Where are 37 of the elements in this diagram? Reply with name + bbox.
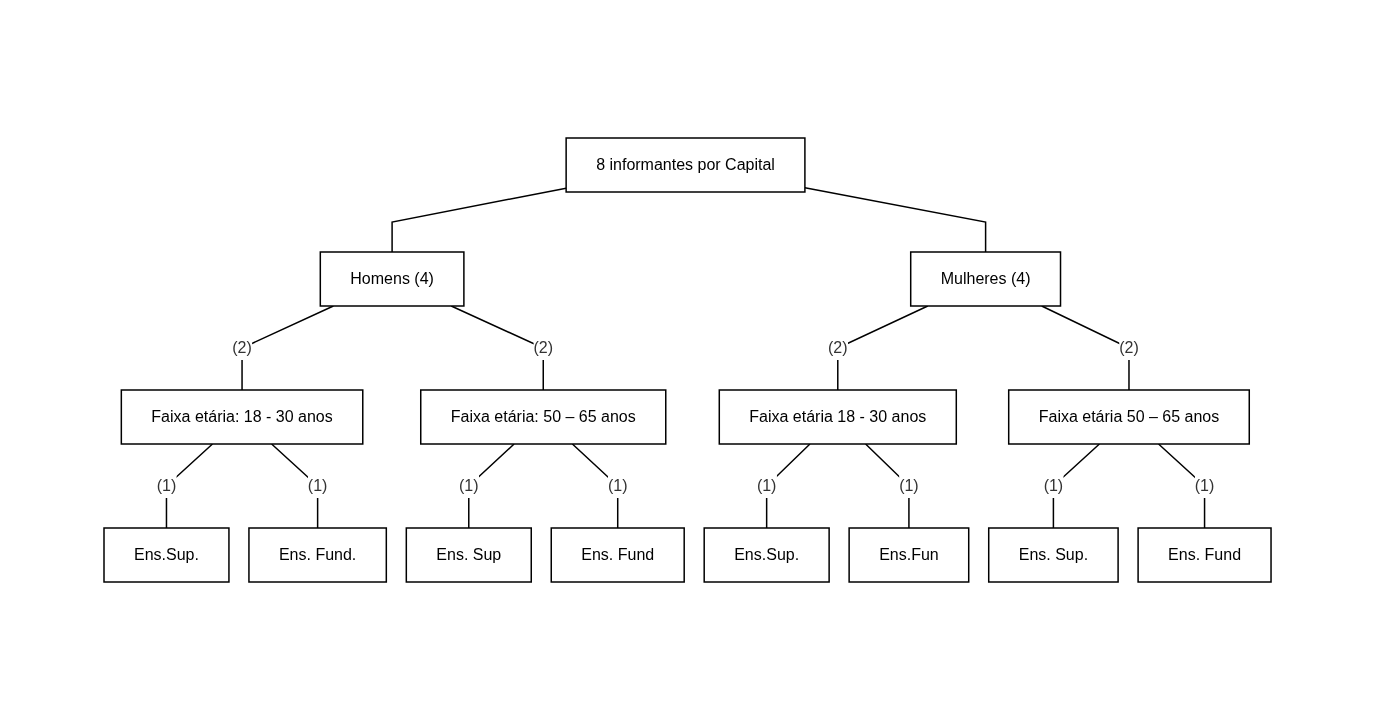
node-box: 8 informantes por Capital: [565, 137, 806, 193]
edge-label: (1): [607, 477, 628, 494]
node-box: Ens.Sup.: [703, 527, 830, 583]
node-box: Ens. Sup.: [987, 527, 1119, 583]
node-box: Ens. Sup: [405, 527, 532, 583]
node-box: Faixa etária: 18 - 30 anos: [120, 389, 364, 445]
edge-label: (1): [1194, 477, 1215, 494]
node-box: Ens. Fund: [1137, 527, 1272, 583]
node-box: Ens. Fund: [550, 527, 685, 583]
connector: [468, 443, 515, 529]
connector: [1052, 443, 1101, 529]
edge-label: (1): [756, 477, 777, 494]
node-box: Faixa etária: 50 – 65 anos: [420, 389, 667, 445]
node-box: Ens. Fund.: [248, 527, 388, 583]
connector: [1157, 443, 1206, 529]
edge-label: (2): [827, 339, 848, 356]
connector: [391, 187, 567, 253]
node-box: Ens.Sup.: [103, 527, 230, 583]
edge-label: (1): [307, 477, 328, 494]
edge-label: (2): [232, 339, 252, 356]
connector: [270, 443, 319, 529]
edge-label: (1): [458, 477, 479, 494]
edge-label: (2): [1119, 339, 1139, 356]
node-box: Mulheres (4): [909, 251, 1062, 307]
connector: [837, 305, 929, 391]
connector: [864, 443, 910, 529]
connector: [804, 186, 987, 253]
node-box: Faixa etária 50 – 65 anos: [1007, 389, 1250, 445]
node-box: Faixa etária 18 - 30 anos: [718, 389, 957, 445]
connector: [571, 443, 619, 529]
connector: [165, 443, 214, 529]
edge-label: (2): [533, 339, 554, 356]
edge-label: (1): [899, 477, 919, 494]
edge-label: (1): [1043, 477, 1064, 494]
node-box: Ens.Fun: [848, 527, 970, 583]
edge-label: (1): [156, 477, 177, 494]
node-box: Homens (4): [319, 251, 465, 307]
